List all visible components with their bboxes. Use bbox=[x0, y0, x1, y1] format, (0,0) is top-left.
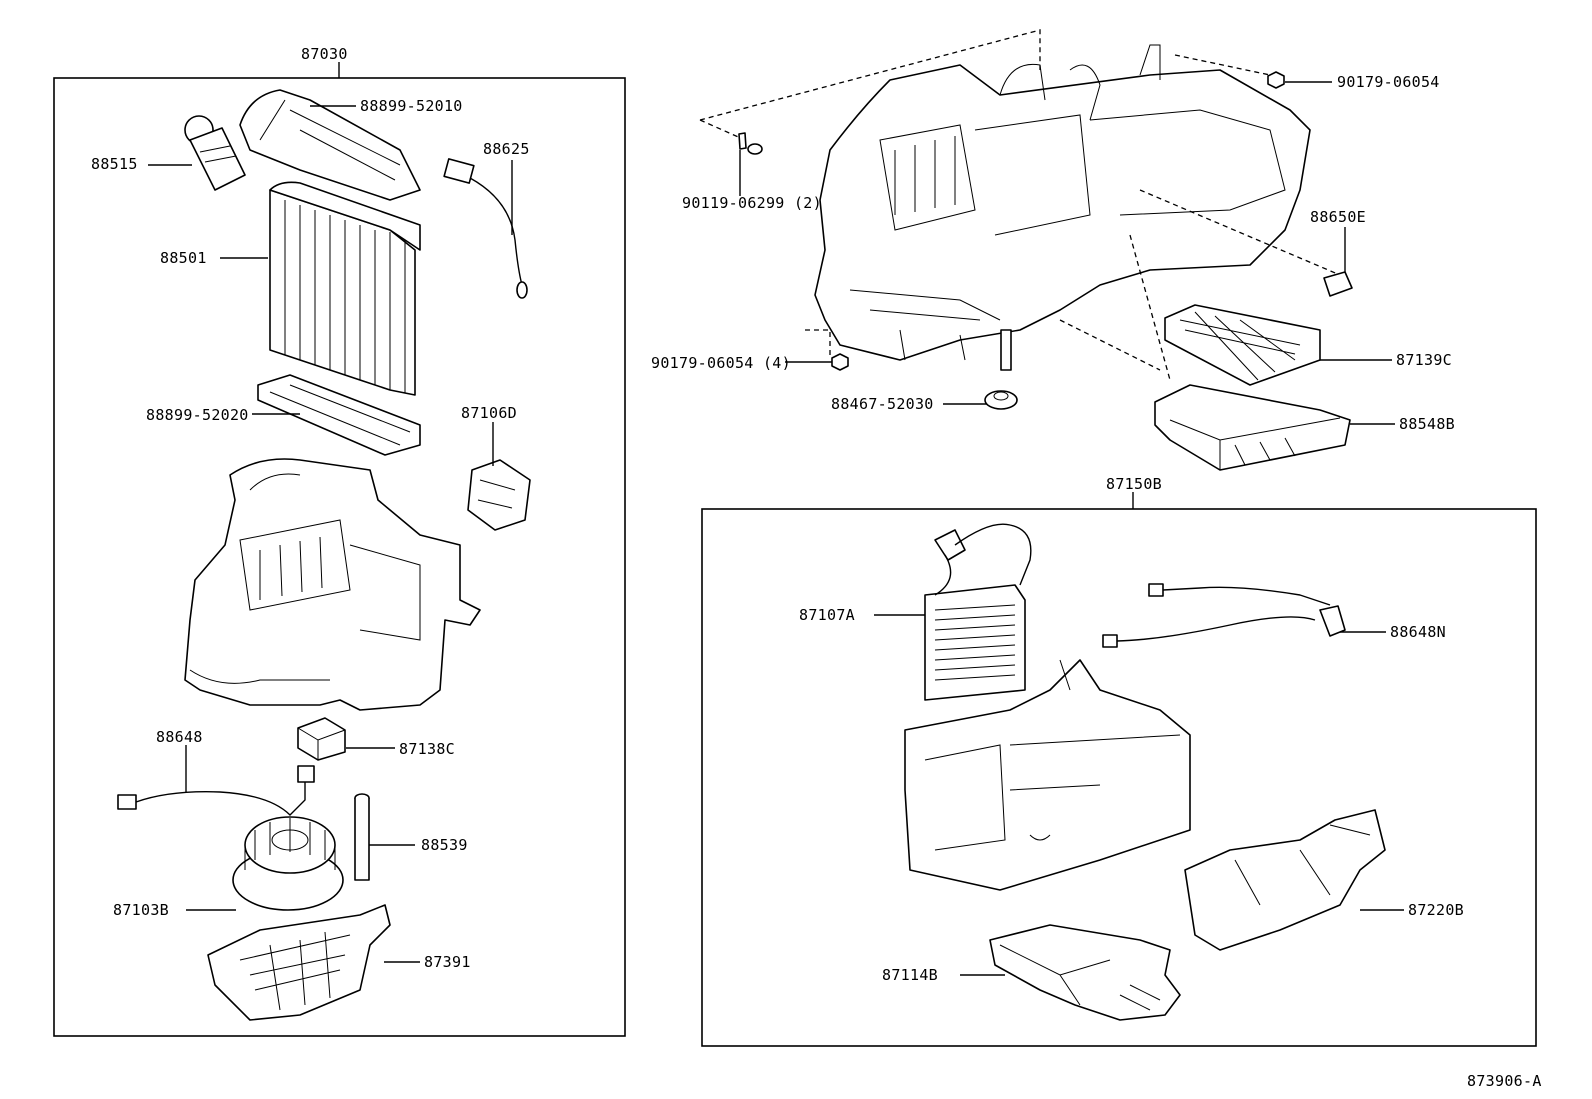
wire-harness-88648 bbox=[117, 765, 315, 816]
part-label-88899-52020[interactable]: 88899-52020 bbox=[146, 406, 249, 424]
seal-88899-52020 bbox=[257, 374, 421, 456]
lower-case-87391 bbox=[207, 904, 391, 1021]
part-label-88648N[interactable]: 88648N bbox=[1390, 623, 1446, 641]
nut-90179-06054-4 bbox=[831, 353, 849, 371]
part-label-88648[interactable]: 88648 bbox=[156, 728, 203, 746]
nut-90179-06054 bbox=[1267, 71, 1285, 89]
servo-motor-87106D bbox=[467, 459, 531, 531]
group-label-87030: 87030 bbox=[301, 45, 348, 63]
duct-87220B bbox=[1184, 809, 1386, 951]
grommet-88467-52030 bbox=[984, 390, 1018, 410]
part-label-87114B[interactable]: 87114B bbox=[882, 966, 938, 984]
part-label-88515[interactable]: 88515 bbox=[91, 155, 138, 173]
resistor-87138C bbox=[297, 717, 346, 761]
part-label-87103B[interactable]: 87103B bbox=[113, 901, 169, 919]
sensor-88650E bbox=[1323, 271, 1353, 297]
heater-unit-box bbox=[701, 508, 1537, 1047]
filter-case-88548B bbox=[1154, 384, 1351, 471]
hose-88539 bbox=[354, 793, 370, 881]
part-label-90179-06054-4[interactable]: 90179-06054 (4) bbox=[651, 354, 791, 372]
figure-code: 873906-A bbox=[1467, 1072, 1542, 1090]
part-label-88650E[interactable]: 88650E bbox=[1310, 208, 1366, 226]
part-label-87107A[interactable]: 87107A bbox=[799, 606, 855, 624]
thermistor-88625 bbox=[443, 158, 528, 299]
air-conditioning-unit-assembly bbox=[814, 44, 1311, 371]
evaporator-housing bbox=[184, 458, 481, 711]
part-label-88548B[interactable]: 88548B bbox=[1399, 415, 1455, 433]
blower-resistor-88515 bbox=[184, 115, 246, 191]
heater-core-87107A bbox=[924, 523, 1032, 701]
part-label-88467-52030[interactable]: 88467-52030 bbox=[831, 395, 934, 413]
group-label-87150B: 87150B bbox=[1106, 475, 1162, 493]
bolt-90119-06299 bbox=[738, 132, 763, 155]
part-label-87106D[interactable]: 87106D bbox=[461, 404, 517, 422]
part-label-88625[interactable]: 88625 bbox=[483, 140, 530, 158]
part-label-90179-06054[interactable]: 90179-06054 bbox=[1337, 73, 1440, 91]
heater-unit-case bbox=[904, 659, 1191, 891]
duct-87114B bbox=[989, 924, 1181, 1021]
part-label-87220B[interactable]: 87220B bbox=[1408, 901, 1464, 919]
evaporator-88501 bbox=[269, 181, 421, 396]
part-label-88539[interactable]: 88539 bbox=[421, 836, 468, 854]
wire-harness-88648N bbox=[1102, 583, 1346, 648]
part-label-87139C[interactable]: 87139C bbox=[1396, 351, 1452, 369]
part-label-87391[interactable]: 87391 bbox=[424, 953, 471, 971]
duct-88899-52010 bbox=[239, 89, 421, 201]
blower-motor-87103B bbox=[232, 816, 344, 911]
filter-87139C bbox=[1164, 304, 1321, 386]
part-label-88899-52010[interactable]: 88899-52010 bbox=[360, 97, 463, 115]
part-label-88501[interactable]: 88501 bbox=[160, 249, 207, 267]
part-label-90119-06299[interactable]: 90119-06299 (2) bbox=[682, 194, 822, 212]
part-label-87138C[interactable]: 87138C bbox=[399, 740, 455, 758]
